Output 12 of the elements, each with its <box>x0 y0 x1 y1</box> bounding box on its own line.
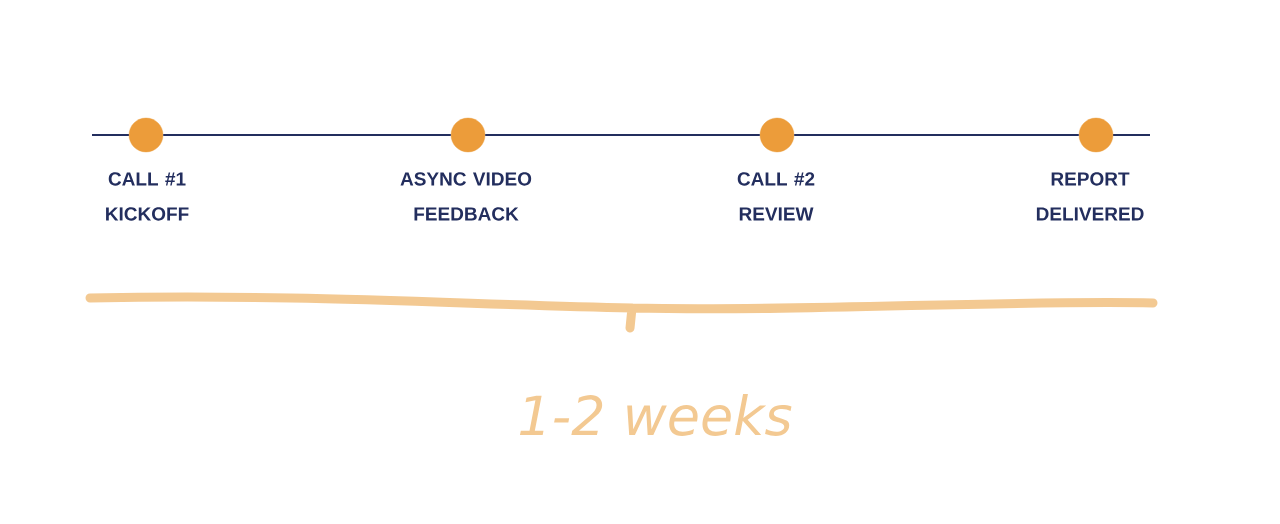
timeline-dot <box>1078 117 1114 153</box>
milestone-label: CALL #1 KICKOFF <box>106 172 189 221</box>
milestone-label: REPORT DELIVERED <box>1036 172 1144 221</box>
timeline-line <box>793 134 1080 136</box>
timeline-dot <box>450 117 486 153</box>
timeline-line <box>484 134 761 136</box>
milestone-label: CALL #2 REVIEW <box>737 172 815 221</box>
duration-label: 1-2 weeks <box>519 394 792 436</box>
timeline-line <box>162 134 452 136</box>
timeline-dot <box>759 117 795 153</box>
milestone-label: ASYNC VIDEO FEEDBACK <box>400 172 532 221</box>
timeline-dot <box>128 117 164 153</box>
